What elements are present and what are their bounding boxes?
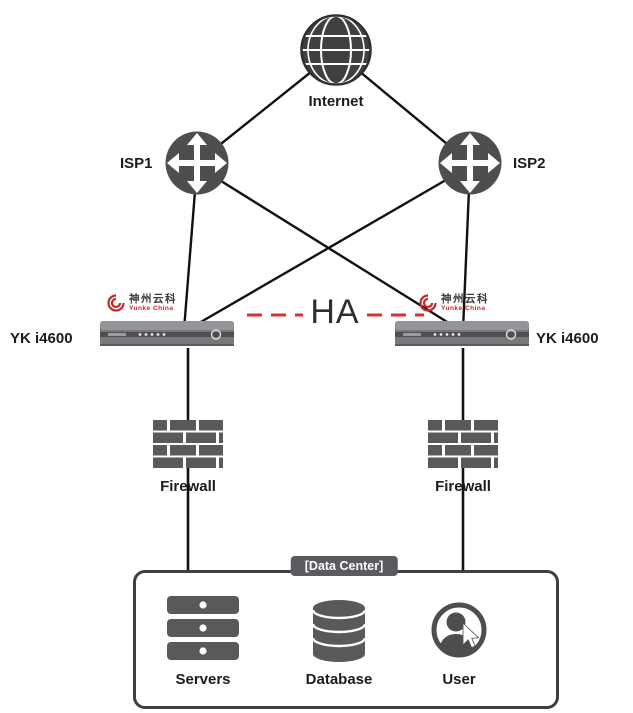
vendor-logo-left: 神州云科 Yunke China: [106, 292, 177, 314]
vendor-name-en: Yunke China: [441, 304, 486, 312]
firewall-right-label: Firewall: [435, 478, 491, 495]
vendor-name-cn: 神州云科: [441, 293, 489, 305]
isp2-label: ISP2: [513, 155, 546, 172]
firewall-right-icon: [428, 420, 498, 468]
link-isp2-appliance-left: [186, 164, 471, 332]
database-icon: [312, 599, 366, 663]
isp1-label: ISP1: [120, 155, 153, 172]
isp2-router-icon: [437, 130, 503, 196]
vendor-name-en: Yunke China: [129, 304, 174, 312]
servers-icon: [167, 596, 239, 660]
vendor-logo-right: 神州云科 Yunke China: [418, 292, 489, 314]
firewall-left-icon: [153, 420, 223, 468]
isp1-router-icon: [164, 130, 230, 196]
firewall-left-label: Firewall: [160, 478, 216, 495]
yunke-logo-icon: [418, 293, 438, 313]
internet-globe-icon: [299, 13, 373, 87]
vendor-logo-text: 神州云科 Yunke China: [129, 294, 177, 312]
appliance-right-icon: [395, 319, 529, 349]
user-icon: [430, 601, 488, 659]
appliance-left-icon: [100, 319, 234, 349]
datacenter-badge: [Data Center]: [290, 556, 398, 576]
ha-label: HA: [303, 290, 367, 334]
internet-label: Internet: [308, 93, 364, 110]
vendor-name-cn: 神州云科: [129, 293, 177, 305]
database-label: Database: [305, 671, 373, 688]
user-label: User: [442, 671, 476, 688]
appliance-left-label: YK i4600: [10, 330, 73, 347]
appliance-right-label: YK i4600: [536, 330, 599, 347]
vendor-logo-text: 神州云科 Yunke China: [441, 294, 489, 312]
yunke-logo-icon: [106, 293, 126, 313]
servers-label: Servers: [175, 671, 231, 688]
